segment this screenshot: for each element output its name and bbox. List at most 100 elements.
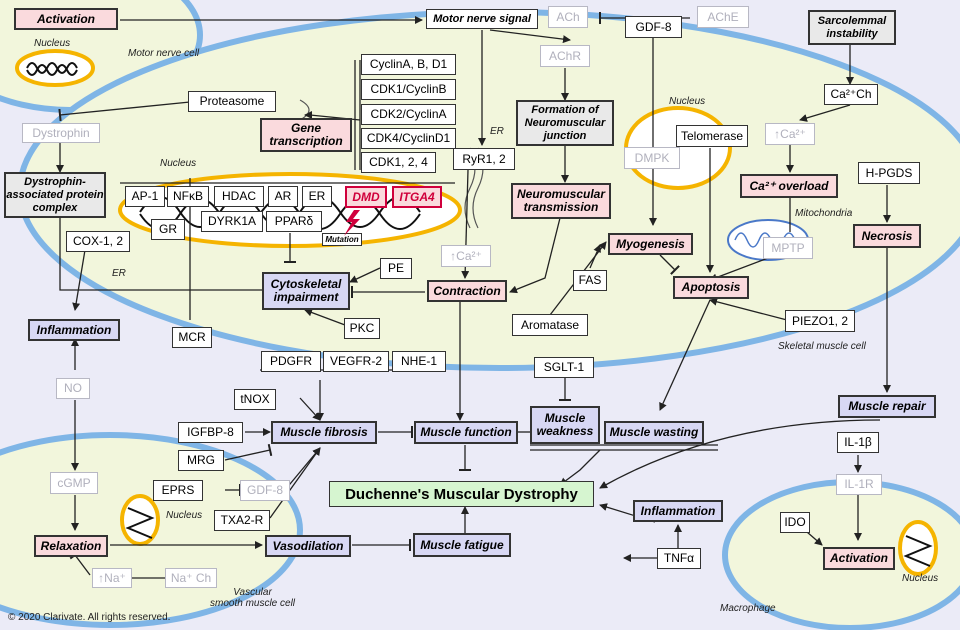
macrophage-label: Macrophage [720,603,776,614]
necrosis-node[interactable]: Necrosis [853,224,921,248]
nucleus-macrophage [898,520,938,576]
gr-node[interactable]: GR [151,219,185,240]
inflammation-left-node[interactable]: Inflammation [28,319,120,341]
formation-nmj-node[interactable]: Formation of Neuromuscular junction [516,100,614,146]
pe-node[interactable]: PE [380,258,412,279]
hpgds-node[interactable]: H-PGDS [858,162,920,184]
activation-top-node[interactable]: Activation [14,8,118,30]
nucleus-macro-label: Nucleus [902,573,939,584]
nach-node[interactable]: Na⁺ Ch [165,568,217,588]
contraction-node[interactable]: Contraction [427,280,507,302]
er-node[interactable]: ER [302,186,332,207]
muscle-fibrosis-node[interactable]: Muscle fibrosis [271,421,377,444]
motor-cell-label: Motor nerve cell [128,48,200,59]
muscle-fatigue-node[interactable]: Muscle fatigue [413,533,511,557]
hdac-node[interactable]: HDAC [214,186,264,207]
mptp-node[interactable]: MPTP [763,237,813,259]
piezo-node[interactable]: PIEZO1, 2 [785,310,855,332]
dmd-label: DMD [352,189,380,204]
er-mid-label: ER [490,126,504,137]
il1b-node[interactable]: IL-1β [837,432,879,453]
ca-up-mid-node[interactable]: ↑Ca²⁺ [441,245,491,267]
achr-node[interactable]: AChR [540,45,590,67]
ca-overload-node[interactable]: Ca²⁺ overload [740,174,838,198]
igfbp8-node[interactable]: IGFBP-8 [178,422,243,443]
neuromuscular-transmission-node[interactable]: Neuromuscular transmission [511,183,611,219]
dmd-node[interactable]: DMD [345,186,387,208]
ca2ch-node[interactable]: Ca²⁺Ch [824,84,878,105]
muscle-weakness-node[interactable]: Muscle weakness [530,406,600,444]
ar-node[interactable]: AR [268,186,298,207]
ach-node[interactable]: ACh [548,6,588,28]
mitochondria-label: Mitochondria [795,208,853,219]
ca-up-right-node[interactable]: ↑Ca²⁺ [765,123,815,145]
vegfr2-node[interactable]: VEGFR-2 [323,351,389,372]
cdk1-node[interactable]: CDK1/CyclinB [361,79,456,100]
er-left-label: ER [112,268,126,279]
eprs-node[interactable]: EPRS [153,480,203,501]
fas-node[interactable]: FAS [573,270,607,291]
telomerase-node[interactable]: Telomerase [676,125,748,147]
vasodilation-node[interactable]: Vasodilation [265,535,351,557]
cox12-node[interactable]: COX-1, 2 [66,231,130,252]
cyclin-node[interactable]: CyclinA, B, D1 [361,54,456,75]
nucleus-main-label: Nucleus [160,158,197,169]
ppard-node[interactable]: PPARδ [266,211,322,232]
nucleus-top [15,49,95,87]
nhe1-node[interactable]: NHE-1 [392,351,446,372]
duchenne-outcome-node[interactable]: Duchenne's Muscular Dystrophy [329,481,594,507]
activation-bottom-node[interactable]: Activation [823,547,895,570]
tnfa-node[interactable]: TNFα [657,548,701,569]
dmpk-node[interactable]: DMPK [624,147,680,169]
sarcolemmal-node[interactable]: Sarcolemmal instability [808,10,896,45]
dyrk1a-node[interactable]: DYRK1A [201,211,263,232]
pdgfr-node[interactable]: PDGFR [261,351,321,372]
relaxation-node[interactable]: Relaxation [34,535,108,557]
apoptosis-node[interactable]: Apoptosis [673,276,749,299]
proteasome-node[interactable]: Proteasome [188,91,276,112]
muscle-wasting-node[interactable]: Muscle wasting [604,421,704,444]
mutation-node[interactable]: Mutation [322,233,362,246]
dystrophin-node[interactable]: Dystrophin [22,123,100,143]
muscle-function-node[interactable]: Muscle function [414,421,518,444]
itga4-label: ITGA4 [399,189,435,204]
gene-transcription-node[interactable]: Gene transcription [260,118,352,152]
ido-node[interactable]: IDO [780,512,810,533]
gdf8-top-node[interactable]: GDF-8 [625,16,682,38]
cdk4-node[interactable]: CDK4/CyclinD1 [361,128,456,149]
gdf8-bottom-node[interactable]: GDF-8 [240,480,290,501]
nucleus-vascular-label: Nucleus [166,510,203,521]
mutation-bolt-icon [344,210,360,236]
pkc-node[interactable]: PKC [344,318,380,339]
copyright: © 2020 Clarivate. All rights reserved. [8,612,171,623]
nucleus-label-top: Nucleus [34,38,71,49]
sglt1-node[interactable]: SGLT-1 [534,357,594,378]
cdk124-node[interactable]: CDK1, 2, 4 [361,152,436,173]
il1r-node[interactable]: IL-1R [836,474,882,495]
muscle-repair-node[interactable]: Muscle repair [838,395,936,418]
cdk2-node[interactable]: CDK2/CyclinA [361,104,456,125]
aromatase-node[interactable]: Aromatase [512,314,588,336]
mrg-node[interactable]: MRG [178,450,224,471]
nucleus-right-label: Nucleus [669,96,706,107]
dapc-node[interactable]: Dystrophin-associated protein complex [4,172,106,218]
inflammation-right-node[interactable]: Inflammation [633,500,723,522]
na-up-node[interactable]: ↑Na⁺ [92,568,132,588]
no-node[interactable]: NO [56,378,90,399]
itga4-node[interactable]: ITGA4 [392,186,442,208]
vascular-label: Vascular smooth muscle cell [210,587,296,609]
nfkb-node[interactable]: NFκB [167,186,209,207]
myogenesis-node[interactable]: Myogenesis [608,233,693,255]
mcr-node[interactable]: MCR [172,327,212,348]
nucleus-vascular [120,494,160,546]
ryr1-node[interactable]: RyR1, 2 [453,148,515,170]
ache-node[interactable]: AChE [697,6,749,28]
txa2r-node[interactable]: TXA2-R [214,510,270,531]
motor-nerve-signal-node[interactable]: Motor nerve signal [426,9,538,29]
cytoskeletal-node[interactable]: Cytoskeletal impairment [262,272,350,310]
skeletal-label: Skeletal muscle cell [778,341,866,352]
cgmp-node[interactable]: cGMP [50,472,98,494]
ap1-node[interactable]: AP-1 [125,186,165,207]
tnox-node[interactable]: tNOX [234,389,276,410]
